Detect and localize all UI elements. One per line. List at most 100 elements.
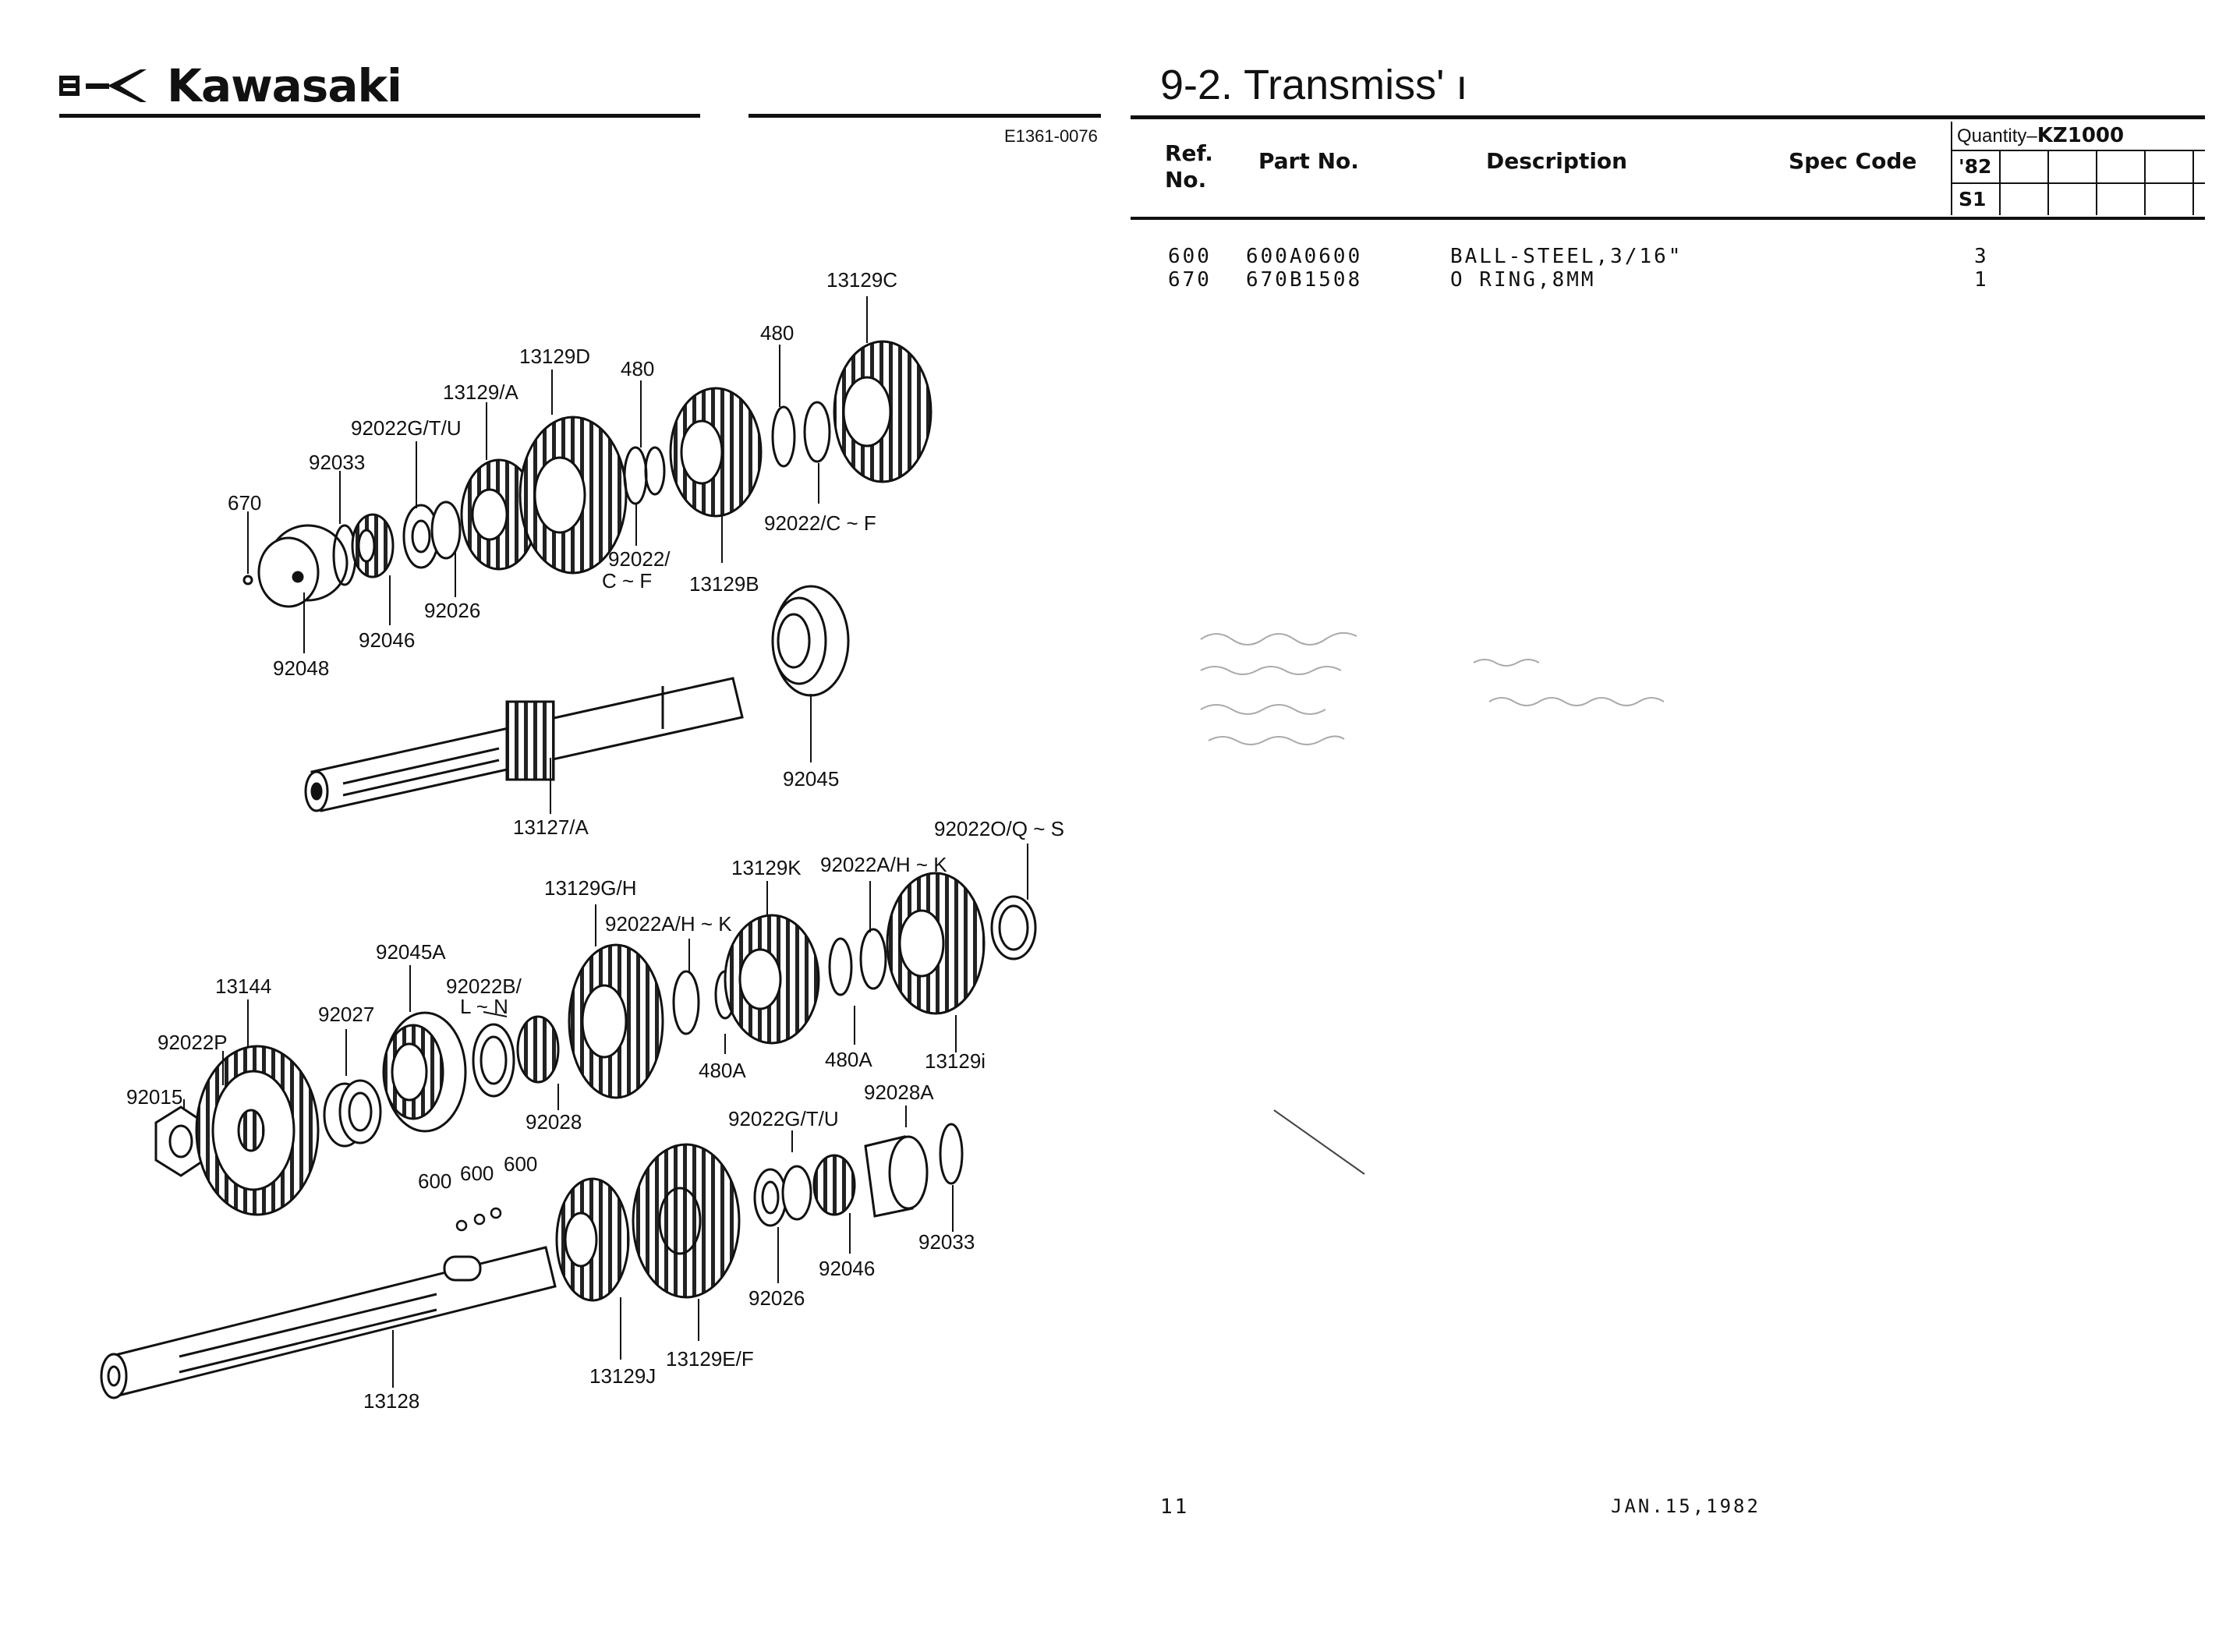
label-92022CF: 92022/C ~ F [764, 511, 876, 535]
transmission-exploded-diagram [100, 296, 1037, 1399]
gear-13129K [724, 914, 820, 1045]
needle-bearing-92028 [516, 1015, 560, 1084]
label-92048: 92048 [273, 656, 330, 680]
label-92022OQS: 92022O/Q ~ S [934, 817, 1064, 840]
label-13129A: 13129/A [443, 380, 518, 404]
label-92022BLN-line1: 92022B/ [446, 975, 522, 998]
label-92022P: 92022P [157, 1031, 228, 1054]
label-92028: 92028 [526, 1110, 582, 1134]
row-qty: 1 [1974, 268, 1989, 292]
label-92046-bottom: 92046 [819, 1257, 876, 1280]
kawasaki-logo: Kawasaki [59, 59, 402, 112]
circlip-480A-right [828, 928, 887, 996]
row-ref: 600 [1168, 245, 1212, 268]
output-shaft-lower [100, 1246, 557, 1399]
header-rule-left [59, 114, 700, 118]
year-empty-3 [2097, 151, 2146, 182]
label-92027: 92027 [318, 1003, 375, 1026]
quantity-box: Quantity–KZ1000 '82 S1 [1951, 122, 2205, 215]
bearing-92045 [771, 585, 850, 697]
circlip-480-right [771, 401, 831, 468]
row-ref: 670 [1168, 268, 1212, 292]
quantity-row-year: '82 [1951, 151, 2205, 184]
stray-pencil-mark [1273, 1109, 1365, 1175]
oil-cap-92048 [242, 524, 349, 608]
needle-bearing-92046-top [351, 513, 395, 578]
collar-92028A [864, 1135, 929, 1218]
gear-13129EF [632, 1143, 741, 1299]
label-92015: 92015 [126, 1085, 183, 1109]
collar-92027 [323, 1079, 382, 1148]
gear-13129A [460, 458, 538, 571]
gear-13129C [833, 340, 933, 483]
variant-empty-3 [2097, 184, 2146, 215]
header-rule-mid [748, 114, 1101, 118]
label-92033-bottom: 92033 [918, 1230, 975, 1254]
label-480: 480 [621, 357, 655, 380]
label-13129K: 13129K [731, 856, 802, 879]
label-92033: 92033 [309, 451, 366, 474]
label-13129i: 13129i [925, 1049, 986, 1073]
row-qty: 3 [1974, 245, 1989, 268]
drive-shaft-upper [304, 677, 744, 812]
page-number: 11 [1160, 1495, 1190, 1519]
bearing-92045A [382, 1011, 467, 1133]
title-rule [1131, 115, 2205, 119]
label-92046: 92046 [359, 628, 416, 652]
label-13144: 13144 [215, 975, 272, 998]
year-empty-4 [2146, 151, 2194, 182]
washer-92026-top [402, 501, 462, 569]
variant-empty-4 [2146, 184, 2194, 215]
variant-empty-2 [2049, 184, 2097, 215]
quantity-row-variant: S1 [1951, 184, 2205, 215]
circlip-92033-bottom [939, 1123, 964, 1185]
table-row: 670 [1168, 268, 1212, 292]
label-480A-right: 480A [825, 1048, 872, 1071]
label-480: 480 [760, 321, 794, 345]
label-92022-mid-line2: C ~ F [602, 569, 653, 593]
quantity-label: Quantity– [1957, 126, 2037, 147]
label-92022AHK: 92022A/H ~ K [820, 853, 947, 876]
table-header-rule [1131, 217, 2205, 220]
year-cell: '82 [1952, 151, 2001, 182]
col-ref-no-line2: No. [1165, 167, 1207, 193]
label-13129B: 13129B [689, 572, 759, 596]
circlip-480-top [623, 446, 666, 505]
label-92045A: 92045A [376, 940, 446, 964]
brand-name: Kawasaki [167, 59, 402, 112]
label-92022AHK-mid: 92022A/H ~ K [605, 912, 732, 936]
label-670: 670 [228, 491, 262, 515]
pencil-notes-scribble [1200, 631, 1665, 745]
label-92026: 92026 [424, 599, 481, 622]
label-13129GH: 13129G/H [544, 876, 637, 900]
gear-13129B [669, 387, 763, 518]
year-empty-2 [2049, 151, 2097, 182]
page-title: 9-2. Transmiss' ı [1160, 62, 1468, 108]
label-480A-mid: 480A [699, 1059, 746, 1082]
quantity-header: Quantity–KZ1000 [1951, 122, 2205, 151]
variant-empty-1 [2001, 184, 2049, 215]
row-part: 670B1508 [1246, 268, 1363, 292]
washer-92022BLN [472, 1023, 515, 1098]
label-13127A: 13127/A [513, 815, 589, 839]
kawasaki-river-mark-icon [59, 69, 147, 102]
row-desc: BALL-STEEL,3/16" [1450, 245, 1683, 268]
row-part: 600A0600 [1246, 245, 1363, 268]
col-ref-no: Ref. No. [1165, 140, 1213, 193]
label-92026-bottom: 92026 [748, 1286, 805, 1310]
gear-13129i [886, 872, 986, 1015]
label-13128: 13128 [363, 1389, 420, 1413]
label-13129C: 13129C [826, 268, 898, 292]
table-row: 600 [1168, 245, 1212, 268]
label-92028A: 92028A [864, 1081, 934, 1104]
steel-balls-600 [455, 1207, 502, 1232]
year-empty-1 [2001, 151, 2049, 182]
leader-lines [183, 296, 1028, 1388]
sprocket-13144 [195, 1045, 320, 1216]
col-part-no: Part No. [1258, 148, 1359, 174]
label-13129EF: 13129E/F [666, 1347, 754, 1371]
label-600: 600 [504, 1152, 538, 1176]
label-92022BLN-line2: L ~ N [460, 995, 508, 1018]
washer-92022OQS [990, 895, 1037, 960]
gear-13129J [555, 1177, 630, 1302]
